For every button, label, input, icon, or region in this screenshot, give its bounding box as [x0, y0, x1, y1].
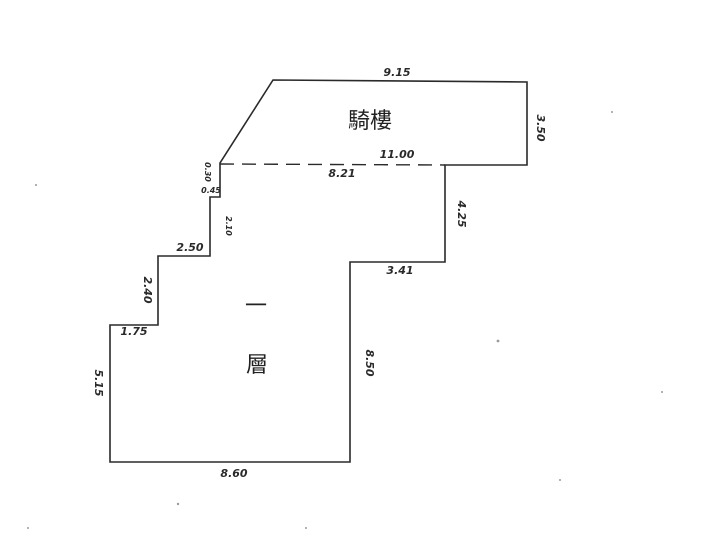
- arcade-label: 騎樓: [348, 109, 392, 134]
- floor-number-label: 一: [245, 294, 267, 319]
- dim-left-step-upper: 2.50: [176, 241, 203, 254]
- building-outline: [109, 79, 528, 463]
- dim-arcade-split-right: 11.00: [380, 148, 415, 161]
- dim-right-lower-wall: 8.50: [363, 349, 376, 376]
- dim-left-step-lower: 1.75: [120, 325, 147, 338]
- dim-notch-mid: 0.45: [201, 186, 221, 195]
- arcade-boundary-dashed-line: [219, 163, 446, 166]
- dim-bottom-wall: 8.60: [220, 467, 247, 480]
- dim-left-upper-vertical: 2.10: [224, 216, 233, 236]
- dim-left-step-vertical: 2.40: [141, 276, 154, 303]
- dim-right-step: 3.41: [386, 264, 413, 277]
- dim-arcade-top: 9.15: [383, 66, 410, 79]
- floor-word-label: 層: [246, 353, 268, 378]
- dim-notch-top: 0.30: [203, 162, 212, 182]
- scan-specks: [27, 111, 663, 529]
- dim-arcade-right: 3.50: [534, 114, 547, 141]
- dim-left-wall: 5.15: [92, 369, 105, 396]
- dim-right-upper-wall: 4.25: [455, 199, 468, 227]
- dim-arcade-split-left: 8.21: [328, 167, 355, 180]
